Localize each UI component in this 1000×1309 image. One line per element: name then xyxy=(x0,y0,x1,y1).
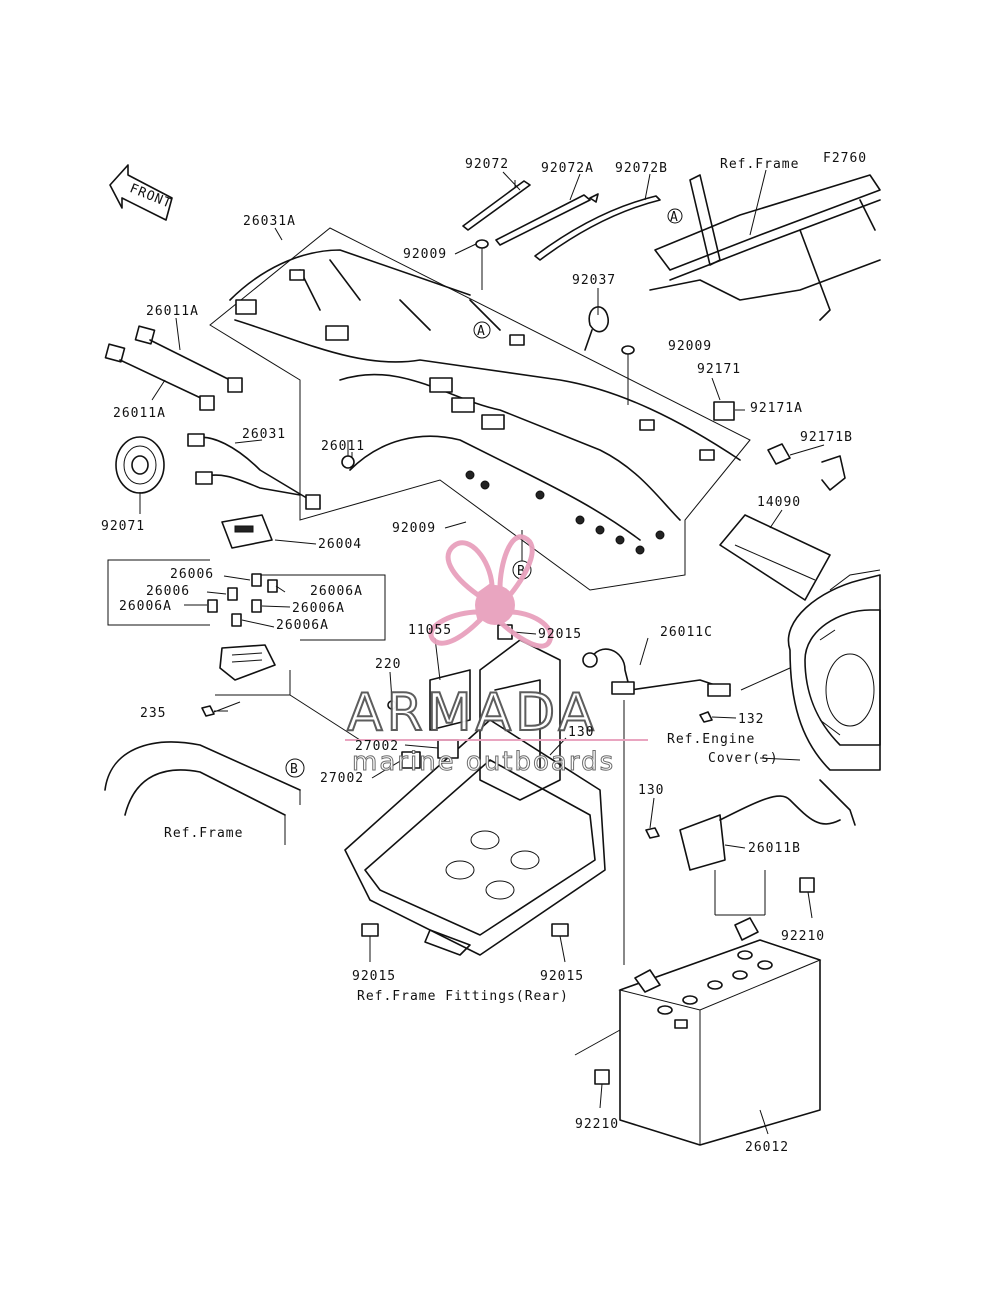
label-92072B: 92072B xyxy=(615,161,668,176)
label-ref-engine-cover: Cover(s) xyxy=(708,751,779,766)
battery-tray xyxy=(344,624,606,956)
callout-A-harness: A xyxy=(477,324,486,339)
lead-26011C xyxy=(582,648,731,723)
sensor-26011A xyxy=(104,325,243,411)
label-92015-top: 92015 xyxy=(538,627,582,642)
clip-92037 xyxy=(584,306,609,351)
label-92171B: 92171B xyxy=(800,430,853,445)
label-92037: 92037 xyxy=(572,273,616,288)
label-27002-2: 27002 xyxy=(320,771,364,786)
callout-A-frame: A xyxy=(670,210,679,225)
screw-92009-top: A xyxy=(473,239,491,339)
label-132: 132 xyxy=(738,712,764,727)
harness-26031 xyxy=(187,433,321,510)
figure-code: F2760 xyxy=(823,151,867,166)
relay-92171 xyxy=(713,401,846,491)
label-92171: 92171 xyxy=(697,362,741,377)
callout-B-harness: B xyxy=(517,564,526,579)
label-26031A: 26031A xyxy=(243,214,296,229)
engine-cover xyxy=(787,569,881,771)
label-26011A-1: 26011A xyxy=(146,304,199,319)
label-92009-right: 92009 xyxy=(668,339,712,354)
label-ref-engine: Ref.Engine xyxy=(667,732,755,747)
grommet-92071 xyxy=(115,436,165,494)
label-92171A: 92171A xyxy=(750,401,803,416)
frame-top-right: A xyxy=(649,174,881,321)
callout-B-frame: B xyxy=(290,762,299,777)
label-26011A-2: 26011A xyxy=(113,406,166,421)
battery-26012 xyxy=(618,917,822,1146)
fuse-group xyxy=(107,559,386,696)
label-26031: 26031 xyxy=(242,427,286,442)
label-26006A-2: 26006A xyxy=(119,599,172,614)
label-26011: 26011 xyxy=(321,439,365,454)
label-14090: 14090 xyxy=(757,495,801,510)
screw-92009-right xyxy=(621,345,635,405)
label-235: 235 xyxy=(140,706,166,721)
frame-left: B xyxy=(104,741,305,845)
label-26006A-3: 26006A xyxy=(292,601,345,616)
label-26006-1: 26006 xyxy=(170,567,214,582)
label-26004: 26004 xyxy=(318,537,362,552)
label-26006-2: 26006 xyxy=(146,584,190,599)
label-92009-mid: 92009 xyxy=(392,521,436,536)
label-26012: 26012 xyxy=(745,1140,789,1155)
armada-watermark: ARMADA marine outboards xyxy=(345,534,648,778)
watermark-brand: ARMADA xyxy=(347,683,598,743)
label-ref-frame-left: Ref.Frame xyxy=(164,826,243,841)
label-92210-bottom: 92210 xyxy=(575,1117,619,1132)
watermark-tagline: marine outboards xyxy=(352,747,615,777)
label-220: 220 xyxy=(375,657,401,672)
label-11055: 11055 xyxy=(408,623,452,638)
label-92071: 92071 xyxy=(101,519,145,534)
label-92015-left: 92015 xyxy=(352,969,396,984)
label-26006A-1: 26006A xyxy=(310,584,363,599)
cover-14090 xyxy=(719,514,831,601)
bolt-235 xyxy=(201,701,241,717)
wiring-harness-26031A xyxy=(209,227,751,591)
label-26011C: 26011C xyxy=(660,625,713,640)
label-130-top: 130 xyxy=(568,725,594,740)
front-arrow: FRONT xyxy=(109,164,174,221)
label-ref-frame-fittings: Ref.Frame Fittings(Rear) xyxy=(357,989,569,1004)
label-92072A: 92072A xyxy=(541,161,594,176)
label-92015-right: 92015 xyxy=(540,969,584,984)
cable-ties xyxy=(462,180,661,261)
label-130-right: 130 xyxy=(638,783,664,798)
label-26011B: 26011B xyxy=(748,841,801,856)
relay-box-26004 xyxy=(221,514,273,549)
label-27002-1: 27002 xyxy=(355,739,399,754)
lead-26011B xyxy=(645,779,856,871)
leader-lines xyxy=(139,169,825,1135)
label-ref-frame-top: Ref.Frame xyxy=(720,157,799,172)
sensor-26011 xyxy=(341,440,355,469)
label-26006A-4: 26006A xyxy=(276,618,329,633)
label-92210-right: 92210 xyxy=(781,929,825,944)
label-92072: 92072 xyxy=(465,157,509,172)
label-92009-top: 92009 xyxy=(403,247,447,262)
